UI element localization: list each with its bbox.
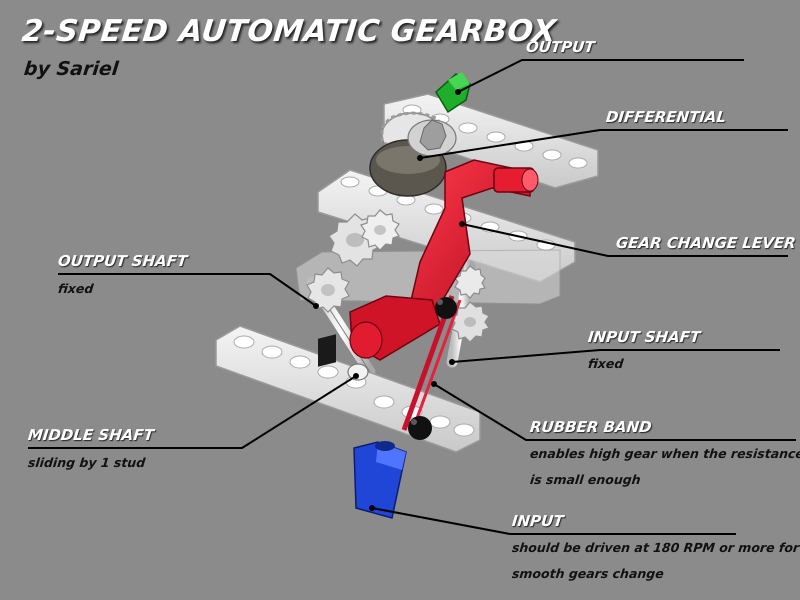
leader-rubber-band	[433, 383, 796, 441]
leader-input	[371, 507, 736, 535]
note-output-shaft: fixed	[57, 281, 95, 296]
leader-differential	[419, 129, 788, 159]
label-output-shaft: OUTPUT SHAFT	[57, 252, 189, 270]
leader-input-shaft	[451, 349, 780, 363]
label-input-shaft: INPUT SHAFT	[587, 328, 702, 346]
leader-lines	[28, 59, 796, 535]
label-rubber-band: RUBBER BAND	[529, 418, 653, 436]
leader-dots	[313, 89, 465, 511]
label-differential: DIFFERENTIAL	[605, 108, 728, 126]
leader-output-shaft	[58, 273, 317, 307]
note-input-line1: should be driven at 180 RPM or more for	[511, 540, 800, 555]
label-middle-shaft: MIDDLE SHAFT	[27, 426, 155, 444]
label-gear-change-lever: GEAR CHANGE LEVER	[615, 234, 797, 252]
note-input-line2: smooth gears change	[511, 566, 665, 581]
note-input-shaft: fixed	[587, 356, 625, 371]
top-beam	[383, 93, 599, 189]
leader-gear-change-lever	[461, 223, 788, 257]
note-rubber-band-line2: is small enough	[529, 472, 642, 487]
note-rubber-band-line1: enables high gear when the resistance	[529, 446, 800, 461]
leader-middle-shaft	[28, 375, 357, 449]
note-middle-shaft: sliding by 1 stud	[27, 455, 147, 470]
diagram-title: 2-SPEED AUTOMATIC GEARBOX	[20, 14, 558, 49]
input-axle	[353, 441, 407, 519]
middle-gears	[306, 209, 490, 343]
diagram-author: by Sariel	[22, 58, 120, 80]
output-axle	[435, 72, 471, 114]
label-input: INPUT	[511, 512, 565, 530]
differential-body	[369, 111, 457, 197]
leader-output	[457, 59, 744, 93]
rubber-band-body	[401, 295, 462, 440]
gear-change-lever-body	[349, 159, 539, 361]
label-output: OUTPUT	[525, 38, 596, 56]
